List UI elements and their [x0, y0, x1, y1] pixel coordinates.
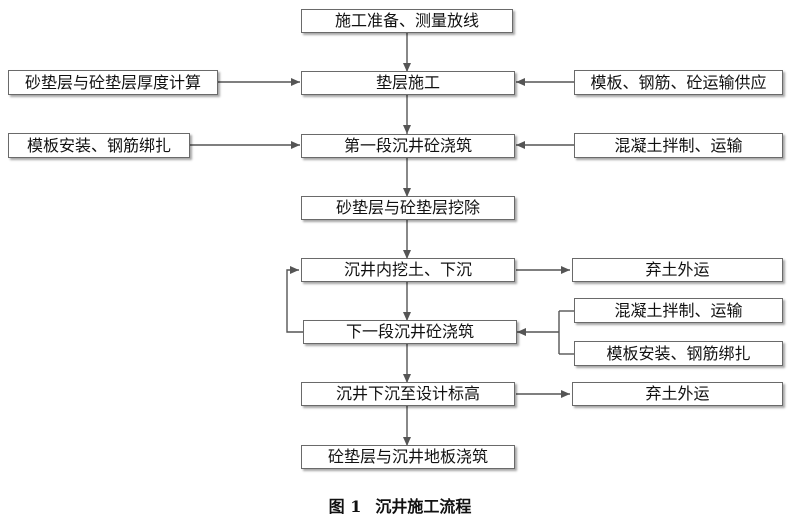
step-bottom-slab-pour: 砼垫层与沉井地板浇筑 — [301, 445, 515, 469]
figure-number: 图 1 — [328, 497, 362, 516]
output-spoil-removal-1: 弃土外运 — [572, 258, 783, 282]
step-next-segment-pour: 下一段沉井砼浇筑 — [303, 320, 517, 344]
step-first-segment-pour: 第一段沉井砼浇筑 — [301, 134, 515, 158]
step-sink-to-elevation: 沉井下沉至设计标高 — [301, 382, 515, 406]
figure-caption: 图 1 沉井施工流程 — [0, 493, 800, 517]
figure-title: 沉井施工流程 — [375, 497, 472, 516]
step-excavate-sink: 沉井内挖土、下沉 — [301, 258, 515, 282]
step-cushion-construction: 垫层施工 — [301, 71, 515, 95]
input-concrete-mixing-2: 混凝土拌制、运输 — [574, 298, 783, 323]
output-spoil-removal-2: 弃土外运 — [572, 382, 783, 406]
step-preparation: 施工准备、测量放线 — [301, 9, 513, 33]
input-concrete-mixing-1: 混凝土拌制、运输 — [574, 133, 783, 158]
input-materials-supply: 模板、钢筋、砼运输供应 — [574, 70, 783, 95]
step-cushion-removal: 砂垫层与砼垫层挖除 — [301, 196, 515, 220]
input-formwork-rebar-left: 模板安装、钢筋绑扎 — [8, 133, 190, 158]
input-formwork-rebar-right: 模板安装、钢筋绑扎 — [574, 341, 783, 366]
input-thickness-calc: 砂垫层与砼垫层厚度计算 — [8, 70, 218, 95]
